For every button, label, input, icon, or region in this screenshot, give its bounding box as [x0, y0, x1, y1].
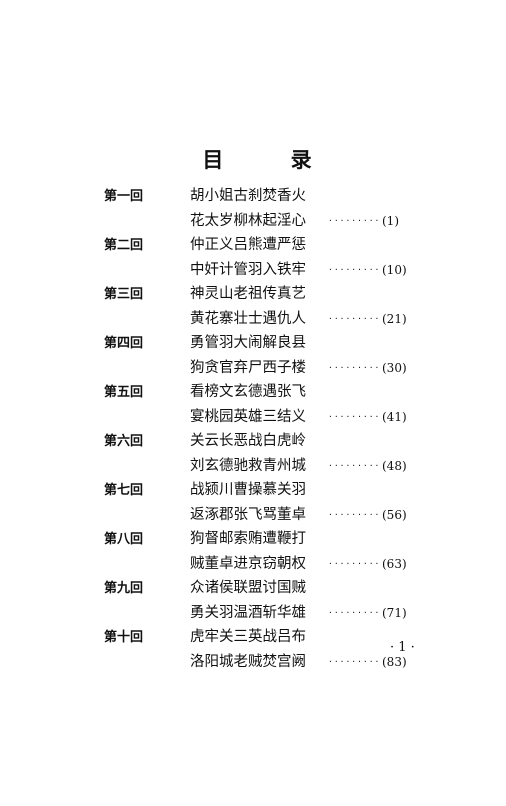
chapter-number: 第六回 [104, 434, 144, 449]
chapter-title-line1: 狗督邮索贿遭鞭打 [190, 531, 306, 547]
chapter-title-line1: 众诸侯联盟讨国贼 [190, 580, 306, 596]
page-reference[interactable]: (10) [382, 263, 407, 277]
toc-entry: 第七回 战颍川曹操慕关羽 返涿郡张飞骂董卓 ········· (56) [0, 478, 506, 527]
page-title: 目 录 [202, 148, 342, 172]
chapter-title-line1: 胡小姐古刹焚香火 [190, 188, 306, 204]
chapter-title-line1: 仲正义吕熊遭严惩 [190, 237, 306, 253]
toc-entry: 第三回 神灵山老祖传真艺 黄花寨壮士遇仇人 ········· (21) [0, 282, 506, 331]
chapter-number: 第八回 [104, 532, 144, 547]
chapter-number: 第十回 [104, 630, 144, 645]
dot-leader: ········· [328, 314, 381, 323]
toc-entry: 第九回 众诸侯联盟讨国贼 勇关羽温酒斩华雄 ········· (71) [0, 576, 506, 625]
chapter-title-line2: 贼董卓进京窃朝权 [190, 556, 306, 572]
page-reference[interactable]: (48) [382, 459, 407, 473]
chapter-title-line2: 洛阳城老贼焚宫阙 [190, 654, 306, 670]
chapter-title-line2: 宴桃园英雄三结义 [190, 409, 306, 425]
page-reference[interactable]: (56) [382, 508, 407, 522]
page-reference[interactable]: (41) [382, 410, 407, 424]
chapter-title-line2: 花太岁柳林起淫心 [190, 213, 306, 229]
dot-leader: ········· [328, 363, 381, 372]
dot-leader: ········· [328, 412, 381, 421]
toc-entry: 第六回 关云长恶战白虎岭 刘玄德驰救青州城 ········· (48) [0, 429, 506, 478]
chapter-title-line1: 关云长恶战白虎岭 [190, 433, 306, 449]
dot-leader: ········· [328, 461, 381, 470]
toc-entry: 第一回 胡小姐古刹焚香火 花太岁柳林起淫心 ········· (1) [0, 184, 506, 233]
chapter-title-line2: 返涿郡张飞骂董卓 [190, 507, 306, 523]
chapter-title-line1: 神灵山老祖传真艺 [190, 286, 306, 302]
toc-entry: 第五回 看榜文玄德遇张飞 宴桃园英雄三结义 ········· (41) [0, 380, 506, 429]
page-reference[interactable]: (83) [382, 655, 407, 669]
page-reference[interactable]: (63) [382, 557, 407, 571]
page-reference[interactable]: (1) [382, 214, 399, 228]
dot-leader: ········· [328, 265, 381, 274]
dot-leader: ········· [328, 608, 381, 617]
chapter-title-line1: 看榜文玄德遇张飞 [190, 384, 306, 400]
page-number: · 1 · [390, 640, 415, 655]
chapter-number: 第五回 [104, 385, 144, 400]
chapter-number: 第七回 [104, 483, 144, 498]
chapter-title-line2: 黄花寨壮士遇仇人 [190, 311, 306, 327]
toc-entry: 第八回 狗督邮索贿遭鞭打 贼董卓进京窃朝权 ········· (63) [0, 527, 506, 576]
chapter-number: 第四回 [104, 336, 144, 351]
chapter-number: 第三回 [104, 287, 144, 302]
chapter-title-line1: 虎牢关三英战吕布 [190, 629, 306, 645]
chapter-title-line1: 勇管羽大闹解良县 [190, 335, 306, 351]
chapter-number: 第九回 [104, 581, 144, 596]
chapter-title-line2: 中奸计管羽入铁牢 [190, 262, 306, 278]
chapter-number: 第二回 [104, 238, 144, 253]
page-reference[interactable]: (21) [382, 312, 407, 326]
toc-list: 第一回 胡小姐古刹焚香火 花太岁柳林起淫心 ········· (1) 第二回 … [0, 184, 506, 674]
dot-leader: ········· [328, 216, 381, 225]
chapter-title-line1: 战颍川曹操慕关羽 [190, 482, 306, 498]
toc-entry: 第十回 虎牢关三英战吕布 洛阳城老贼焚宫阙 ········· (83) [0, 625, 506, 674]
chapter-title-line2: 勇关羽温酒斩华雄 [190, 605, 306, 621]
page-reference[interactable]: (30) [382, 361, 407, 375]
page-reference[interactable]: (71) [382, 606, 407, 620]
toc-entry: 第四回 勇管羽大闹解良县 狗贪官弃尸西子楼 ········· (30) [0, 331, 506, 380]
dot-leader: ········· [328, 559, 381, 568]
toc-entry: 第二回 仲正义吕熊遭严惩 中奸计管羽入铁牢 ········· (10) [0, 233, 506, 282]
dot-leader: ········· [328, 510, 381, 519]
chapter-number: 第一回 [104, 189, 144, 204]
dot-leader: ········· [328, 657, 381, 666]
chapter-title-line2: 狗贪官弃尸西子楼 [190, 360, 306, 376]
chapter-title-line2: 刘玄德驰救青州城 [190, 458, 306, 474]
